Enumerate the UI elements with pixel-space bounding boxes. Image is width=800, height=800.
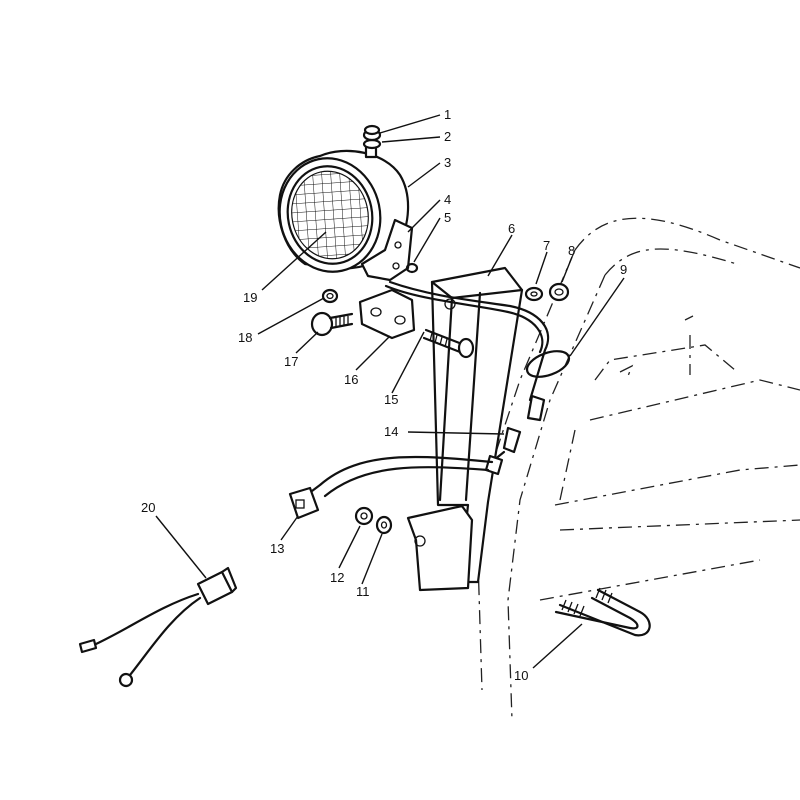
callout-13: 13 (270, 541, 284, 556)
callout-15: 15 (384, 392, 398, 407)
light-harness (384, 280, 571, 422)
callout-1: 1 (444, 107, 451, 122)
bullet-connector (484, 426, 522, 476)
nut-lower (354, 506, 374, 526)
hex-nut (548, 282, 570, 302)
harness-lead (288, 455, 494, 520)
lock-washer (405, 262, 419, 274)
callout-labels: 1 2 3 4 5 6 7 8 9 10 11 12 13 14 15 16 1… (141, 107, 627, 683)
callout-3: 3 (444, 155, 451, 170)
callout-18: 18 (238, 330, 252, 345)
callout-17: 17 (284, 354, 298, 369)
callout-4: 4 (444, 192, 451, 207)
callout-8: 8 (568, 243, 575, 258)
callout-11: 11 (356, 584, 370, 599)
light-bracket (360, 218, 414, 282)
washer-lower (375, 515, 393, 535)
leader-lines (155, 114, 625, 669)
u-bolt (554, 587, 651, 637)
callout-6: 6 (508, 221, 515, 236)
callout-14: 14 (384, 424, 398, 439)
callout-19: 19 (243, 290, 257, 305)
hex-bolt (422, 328, 475, 359)
callout-10: 10 (514, 668, 528, 683)
callout-16: 16 (344, 372, 358, 387)
callout-2: 2 (444, 129, 451, 144)
carriage-bolt (310, 311, 354, 337)
flat-washer (524, 286, 544, 302)
callout-5: 5 (444, 210, 451, 225)
work-light (277, 138, 410, 273)
mounting-post (406, 266, 524, 592)
flange-nut (321, 288, 339, 304)
callout-9: 9 (620, 262, 627, 277)
swivel-bracket (358, 288, 416, 340)
light-nut (362, 124, 382, 142)
callout-20: 20 (141, 500, 155, 515)
callout-12: 12 (330, 570, 344, 585)
callout-7: 7 (543, 238, 550, 253)
wiring-harness (78, 566, 238, 688)
